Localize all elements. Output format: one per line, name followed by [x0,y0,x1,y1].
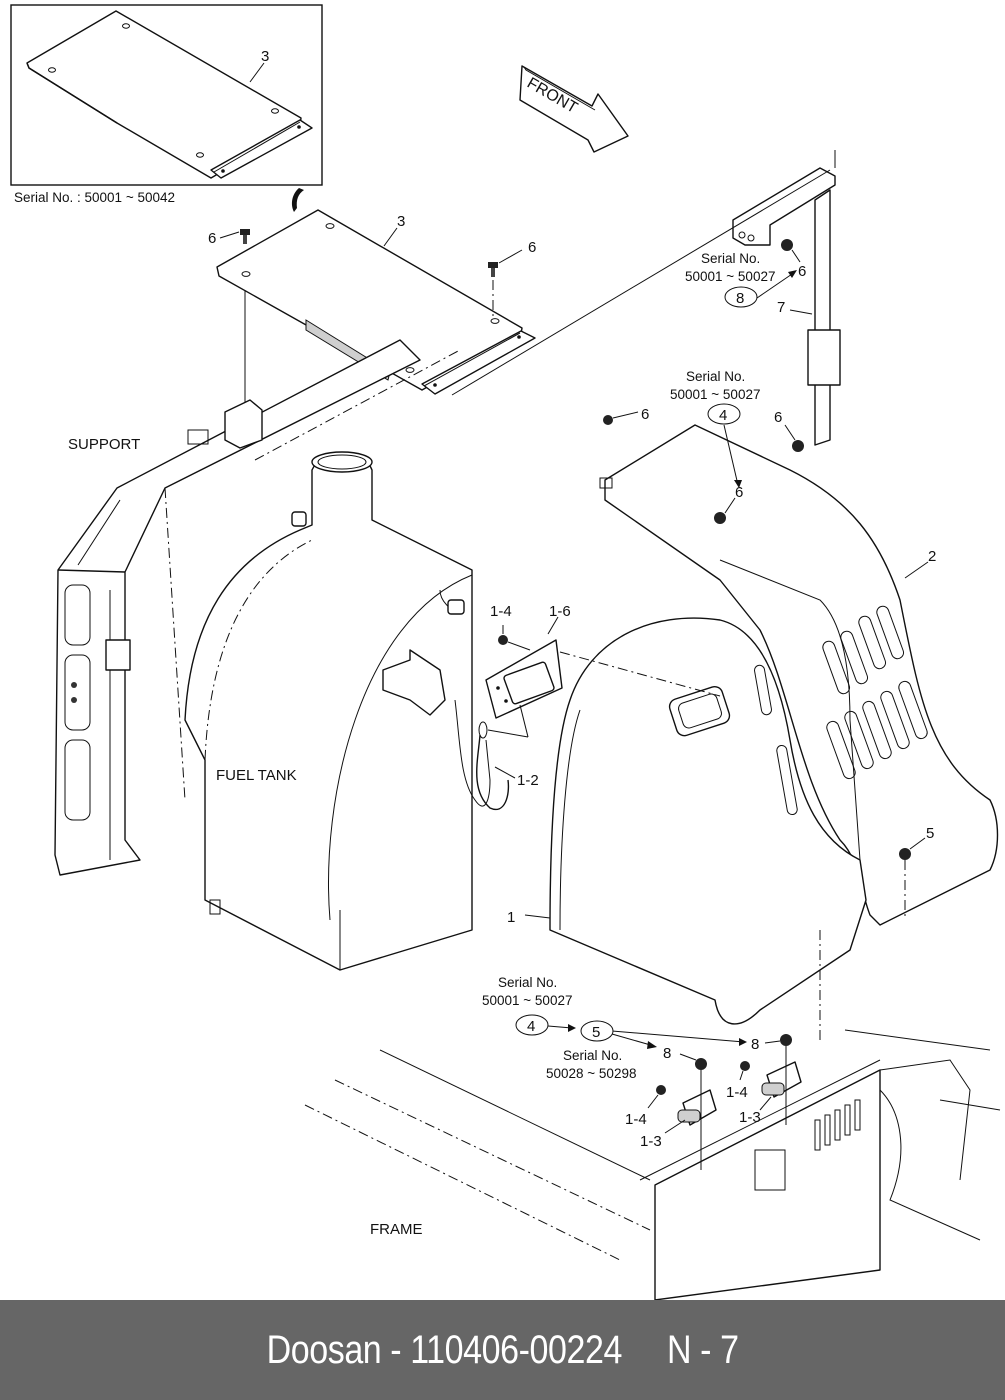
callout-2: 2 [928,548,936,565]
inset-pointer-icon [291,188,304,212]
arrow-5-to-8-right [611,1030,745,1043]
serial-notes: Serial No. 50001 ~ 50027 Serial No. 5000… [482,251,775,1081]
circled-5-bottom [580,1020,614,1042]
circled-8 [724,286,758,308]
serial-note-line: 50028 ~ 50298 [546,1066,636,1081]
serial-note-line: Serial No. [563,1048,622,1063]
serial-note-line: 50001 ~ 50027 [685,269,775,284]
callout-6: 6 [798,263,806,280]
bolt-6-top-right [488,249,523,277]
callout-3: 3 [397,213,405,230]
frame [304,1029,1001,1300]
fuel-tank [184,451,491,971]
gauge-plate-1-6 [485,616,721,719]
callout-6: 6 [528,239,536,256]
screw-1-4-left [647,1085,666,1109]
inset-part-label: 3 [261,48,269,65]
arrow-8-to-6 [756,271,796,299]
cable-1-2 [476,704,529,811]
inset-cover-plate [26,10,313,179]
callout-5: 5 [926,825,934,842]
bolt-8-left [679,1053,707,1170]
callout-1: 1 [507,909,515,926]
bolt-6-cover-left [603,411,639,425]
inset-detail: 3 Serial No. : 50001 ~ 50042 [10,4,323,212]
front-direction-arrow: FRONT [519,65,629,153]
support-label: SUPPORT [68,436,140,453]
footer-part-reference: Doosan - 110406-00224 N - 7 [266,1327,739,1372]
callout-8: 8 [663,1045,671,1062]
screw-1-4-right [739,1061,750,1081]
callout-8: 8 [751,1036,759,1053]
callout-1-2: 1-2 [517,772,539,789]
callout-6: 6 [735,484,743,501]
cover-plate-3 [216,209,536,395]
circled-4-cover [707,403,741,425]
bolt-6-top-left [219,229,250,244]
callout-1-4: 1-4 [726,1084,748,1101]
callout-6: 6 [774,409,782,426]
exploded-parts-diagram: 3 Serial No. : 50001 ~ 50042 FRONT [10,4,1001,1300]
callout-1-4: 1-4 [625,1111,647,1128]
fuel-tank-label: FUEL TANK [216,767,297,784]
cover-2 [599,424,999,926]
callout-1-6: 1-6 [549,603,571,620]
screw-1-4-top [498,625,531,651]
vent-slots [822,605,928,780]
callout-labels: 3 6 6 6 7 6 6 6 2 1-4 1-6 1-2 5 1 8 8 1-… [208,213,936,1150]
serial-note-line: Serial No. [498,975,557,990]
cover-1 [524,559,867,1040]
callout-6: 6 [641,406,649,423]
circled-4-cover-text: 4 [719,407,727,424]
serial-note-line: Serial No. [701,251,760,266]
support-structure [54,339,461,876]
circled-5-bottom-text: 5 [592,1024,600,1041]
hinge-1-3-left [664,1089,717,1134]
circled-8-text: 8 [736,290,744,307]
callout-1-3: 1-3 [739,1109,761,1126]
serial-note-line: 50001 ~ 50027 [482,993,572,1008]
bolt-6-bracket [781,239,801,263]
callout-1-3: 1-3 [640,1133,662,1150]
callout-1-4: 1-4 [490,603,512,620]
callout-7: 7 [777,299,785,316]
serial-note-line: 50001 ~ 50027 [670,387,760,402]
inset-serial-caption: Serial No. : 50001 ~ 50042 [14,190,175,205]
arrow-4-to-6 [723,424,739,486]
circled-4-bottom [515,1014,549,1036]
serial-note-line: Serial No. [686,369,745,384]
frame-label: FRAME [370,1221,423,1238]
bolt-6-cover-mid [714,497,736,524]
bolt-5 [899,837,926,920]
arrow-5-to-8-left [611,1033,655,1047]
circled-4-bottom-text: 4 [527,1018,535,1035]
bolt-6-cover-right [784,424,804,452]
footer-bar: Doosan - 110406-00224 N - 7 [0,1300,1005,1400]
callout-6: 6 [208,230,216,247]
bolt-8-right [764,1034,792,1125]
bracket-7 [732,150,841,446]
